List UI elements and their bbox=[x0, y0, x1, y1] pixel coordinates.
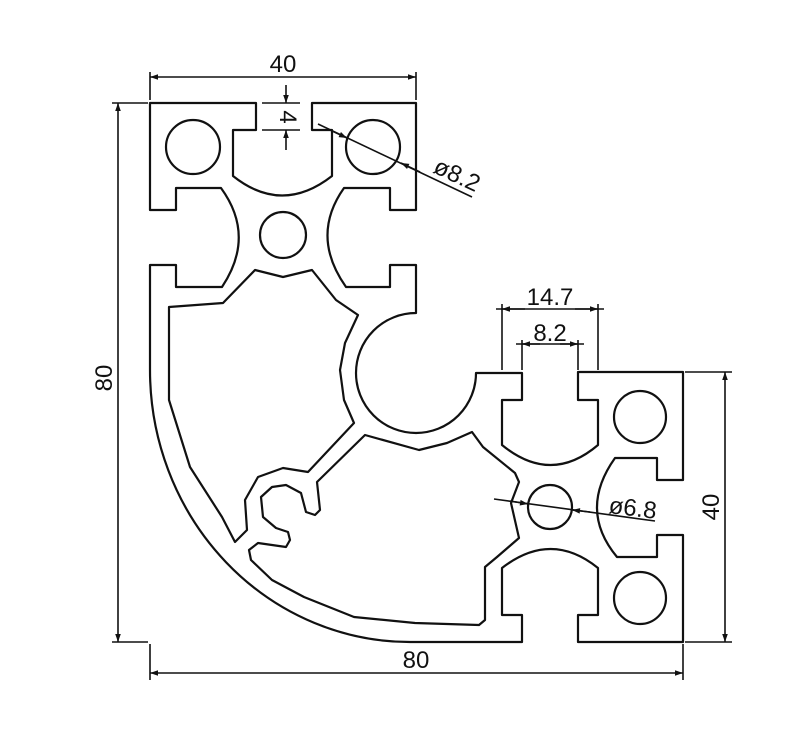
dim-label-slot-outer-width: 14.7 bbox=[527, 284, 574, 311]
dim-left-height: 80 bbox=[91, 102, 148, 643]
dim-label-right-height: 40 bbox=[698, 494, 725, 521]
dim-label-center-bore: ø6.8 bbox=[607, 492, 658, 525]
dim-label-left-height: 80 bbox=[91, 365, 118, 392]
dim-slot-opening-width: 8.2 bbox=[516, 320, 584, 370]
dim-slot-depth: 4 bbox=[262, 85, 301, 150]
dim-label-top-width: 40 bbox=[270, 51, 297, 78]
dim-right-height: 40 bbox=[685, 371, 732, 643]
bore-top-left bbox=[164, 118, 222, 176]
dim-center-bore: ø6.8 bbox=[493, 492, 658, 525]
bore-center-right bbox=[526, 483, 574, 531]
profile-outline bbox=[148, 101, 685, 644]
dim-label-slot-depth: 4 bbox=[274, 110, 301, 123]
dim-slot-outer-width: 14.7 bbox=[496, 284, 604, 370]
dim-label-bottom-width: 80 bbox=[403, 647, 430, 674]
bore-right-bottom bbox=[612, 570, 668, 626]
dim-label-slot-opening-width: 8.2 bbox=[533, 320, 566, 347]
bore-top-right bbox=[344, 118, 402, 176]
bore-center-top bbox=[258, 210, 308, 260]
dim-bottom-width: 80 bbox=[149, 644, 684, 680]
dim-top-width: 40 bbox=[149, 51, 417, 100]
cavity-left bbox=[167, 268, 360, 544]
dim-label-top-bore: ø8.2 bbox=[429, 153, 484, 198]
dim-top-bore: ø8.2 bbox=[317, 123, 484, 198]
cavity-center bbox=[247, 430, 521, 627]
bore-right-top bbox=[612, 389, 668, 445]
